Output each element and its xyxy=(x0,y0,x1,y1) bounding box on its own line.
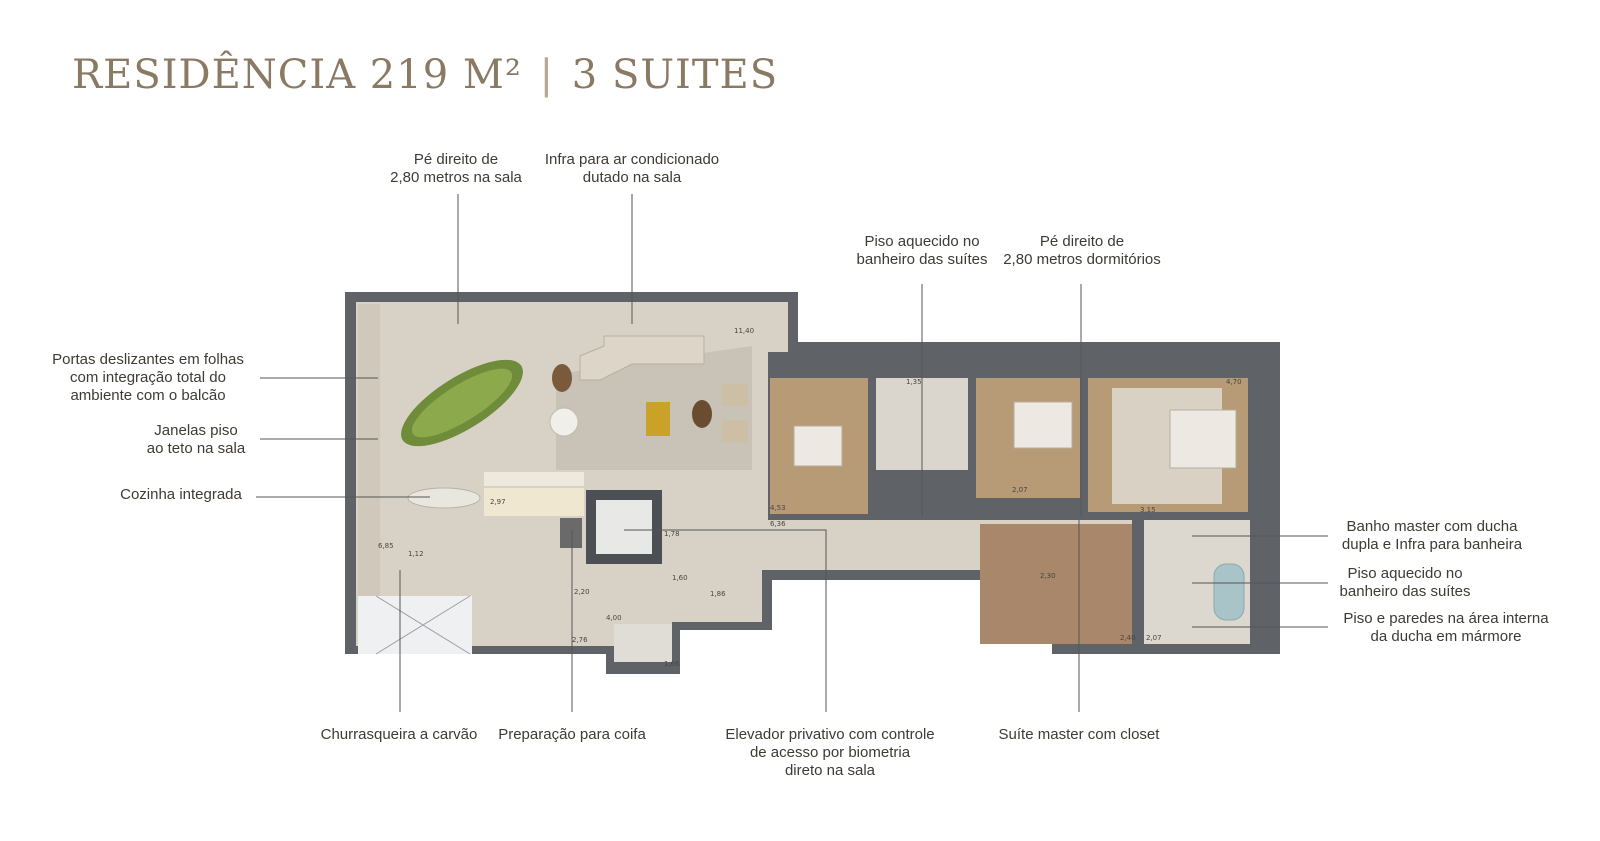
callout-cozinha: Cozinha integrada xyxy=(120,486,242,503)
floor-laundry xyxy=(614,624,672,662)
lounge-chair-1 xyxy=(722,384,748,406)
bed-2 xyxy=(1013,401,1073,449)
dimension-labels: 11,40 6,85 1,12 4,53 6,36 2,07 2,30 2,40… xyxy=(378,327,1242,668)
bathtub xyxy=(1213,563,1245,621)
dim-label: 1,86 xyxy=(710,590,726,598)
title-sub: 3 SUITES xyxy=(571,52,779,98)
callout-suite-master: Suíte master com closet xyxy=(998,726,1160,743)
dim-label: 2,07 xyxy=(1012,486,1028,494)
leader-lines xyxy=(256,194,1328,712)
armchair-round xyxy=(549,407,579,437)
dim-label: 6,85 xyxy=(378,542,394,550)
dim-label: 1,60 xyxy=(672,574,688,582)
callout-pe-direito-sala: Pé direito de 2,80 metros na sala xyxy=(390,151,522,186)
floor-closet xyxy=(980,524,1132,644)
callout-portas: Portas deslizantes em folhas com integra… xyxy=(52,351,244,404)
kitchen-cooktop xyxy=(560,518,582,548)
dim-label: 4,70 xyxy=(1226,378,1242,386)
dining-table-top xyxy=(411,368,513,438)
bed-1 xyxy=(793,425,843,467)
dim-label: 2,40 xyxy=(1120,634,1136,642)
callout-piso-aquecido-right: Piso aquecido no banheiro das suítes xyxy=(1339,565,1471,600)
dim-label: 11,40 xyxy=(734,327,754,335)
leader-elevador xyxy=(624,529,827,712)
kitchen-island xyxy=(484,488,584,516)
floor-living xyxy=(356,302,1132,662)
callout-janelas: Janelas piso ao teto na sala xyxy=(146,422,246,457)
dim-label: 3,15 xyxy=(1140,506,1156,514)
callout-banho-master: Banho master com ducha dupla e Infra par… xyxy=(1341,518,1523,553)
dim-label: 4,53 xyxy=(770,504,786,512)
callout-piso-aquecido-top: Piso aquecido no banheiro das suítes xyxy=(856,233,988,268)
dim-label: 2,97 xyxy=(490,498,506,506)
grill-cross-2 xyxy=(375,595,471,655)
building-shell xyxy=(345,292,1280,674)
title-main: RESIDÊNCIA 219 M² xyxy=(72,52,522,98)
dim-label: 1,35 xyxy=(906,378,922,386)
lounge-chair-2 xyxy=(722,420,748,442)
callout-infra-ar: Infra para ar condicionado dutado na sal… xyxy=(544,151,720,186)
kitchen-bar xyxy=(407,487,481,509)
kitchen-counter xyxy=(484,472,584,486)
dim-label: 2,20 xyxy=(574,588,590,596)
callout-piso-paredes: Piso e paredes na área interna da ducha … xyxy=(1343,610,1549,645)
callout-churrasqueira: Churrasqueira a carvão xyxy=(320,726,478,743)
dim-label: 2,07 xyxy=(1146,634,1162,642)
dim-label: 2,76 xyxy=(572,636,588,644)
elevator-cab xyxy=(596,500,652,554)
dim-label: 1,78 xyxy=(664,530,680,538)
bed-master xyxy=(1169,409,1237,469)
callout-elevador: Elevador privativo com controle de acess… xyxy=(725,726,935,779)
side-table xyxy=(552,364,572,392)
callout-pe-direito-dorm: Pé direito de 2,80 metros dormitórios xyxy=(1003,233,1161,268)
dim-label: 2,30 xyxy=(1040,572,1056,580)
callout-coifa: Preparação para coifa xyxy=(498,726,646,743)
coffee-table xyxy=(692,400,712,428)
title-separator: | xyxy=(539,52,555,98)
balcony-floor xyxy=(358,304,380,646)
dim-label: 4,00 xyxy=(606,614,622,622)
armchair-yellow xyxy=(646,402,670,436)
page-title: RESIDÊNCIA 219 M² | 3 SUITES xyxy=(72,52,778,98)
dim-label: 1,12 xyxy=(408,550,424,558)
sofa xyxy=(579,335,705,381)
dim-label: 6,36 xyxy=(770,520,786,528)
dim-label: 1,66 xyxy=(664,660,680,668)
terrace-grill xyxy=(358,596,472,654)
